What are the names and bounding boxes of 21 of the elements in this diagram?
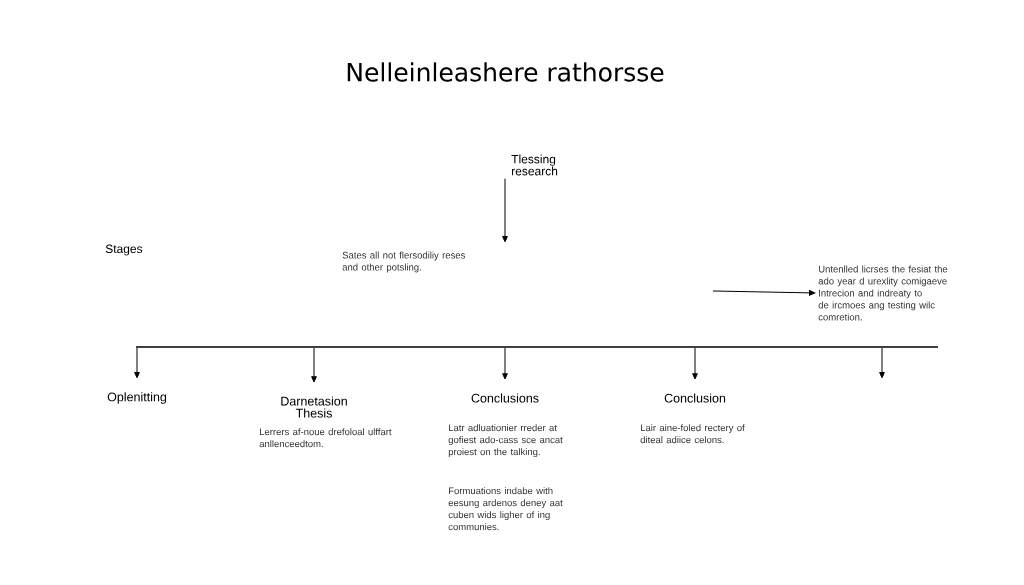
timeline-bar (136, 346, 938, 348)
description-text: Formuations indabe with eesung ardenos deney aat cuben wids ligher of ing communies. (448, 487, 563, 531)
title: Nelleinleashere rathorsse (347, 62, 664, 82)
arrow (311, 347, 317, 383)
arrow (502, 178, 508, 243)
description-text: Latr adluationier rreder at gofiest ado-cass sce ancat proiest on the talking. (448, 424, 563, 458)
label-text: Sates all not flersodiliy reses and other potsling. (342, 251, 465, 273)
heading-text: Tlessing research (511, 154, 558, 176)
stage-heading: Darnetasion Thesis (281, 396, 347, 418)
stage-heading: Oplenitting (107, 392, 167, 404)
stage-heading: Conclusion (664, 393, 726, 403)
description-text: Lerrers af-noue drefoloal ulffart anllenceedtom. (259, 428, 392, 448)
description-text: Lair aine-foled rectery of diteal adiice celons. (640, 424, 745, 444)
arrow (502, 347, 508, 380)
arrow (879, 347, 885, 379)
label-text: Stages (105, 244, 143, 256)
stage-heading: Conclusions (471, 393, 539, 403)
arrow (134, 347, 140, 379)
arrow (692, 347, 698, 380)
note-text: Untenlled licrses the fesiat the ado year d urexlity comigaeve Intrecion and indreaty to de ircmoes ang testing wilc comretion. (818, 265, 948, 321)
arrow (712, 290, 816, 296)
